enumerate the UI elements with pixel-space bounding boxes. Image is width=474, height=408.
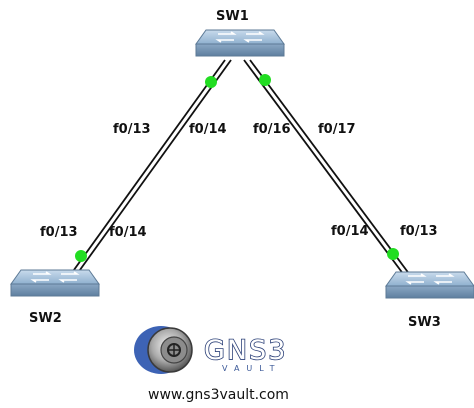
- sw2-label: SW2: [29, 311, 62, 326]
- link-status-sw2: [75, 250, 87, 262]
- port-label-sw3-f0-14: f0/14: [331, 224, 369, 239]
- link-status-sw3: [387, 248, 399, 260]
- port-label-sw2-f0-13: f0/13: [40, 225, 78, 240]
- switch-sw2[interactable]: [10, 269, 100, 297]
- link-status-sw1-right: [259, 74, 271, 86]
- port-label-sw1-f0-14: f0/14: [189, 122, 227, 137]
- link-sw1-sw3[interactable]: [243, 59, 411, 276]
- port-label-sw1-f0-16: f0/16: [253, 122, 291, 137]
- website-url[interactable]: www.gns3vault.com: [148, 387, 289, 403]
- port-label-sw1-f0-13: f0/13: [113, 122, 151, 137]
- gns3-vault-logo: GNS3 VAULT: [134, 326, 287, 374]
- logo-tagline-text: VAULT: [222, 364, 282, 373]
- link-status-sw1-left: [205, 76, 217, 88]
- sw3-label: SW3: [408, 315, 441, 330]
- vault-dial-icon: [134, 326, 193, 374]
- sw1-label: SW1: [216, 9, 249, 24]
- port-label-sw2-f0-14: f0/14: [109, 225, 147, 240]
- switch-sw1[interactable]: [195, 29, 285, 57]
- logo-brand-text: GNS3: [204, 335, 287, 366]
- switch-sw3[interactable]: [385, 271, 474, 299]
- port-label-sw3-f0-13: f0/13: [400, 224, 438, 239]
- link-sw1-sw2[interactable]: [70, 59, 232, 275]
- port-label-sw1-f0-17: f0/17: [318, 122, 356, 137]
